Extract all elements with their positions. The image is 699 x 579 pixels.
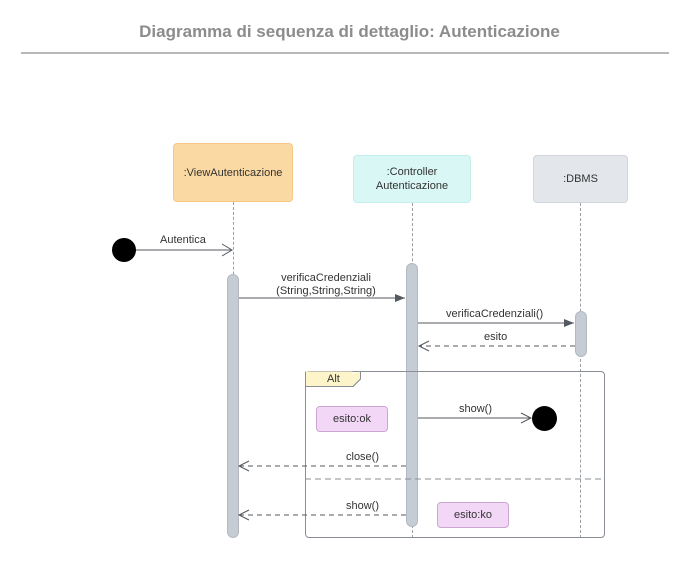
alt-fragment-tab: [305, 371, 361, 387]
guard-esito-ok: esito:ok: [316, 406, 388, 432]
participant-controller-label-line2: Autenticazione: [375, 180, 449, 192]
message-close-label: close(): [346, 451, 380, 463]
arrowhead-show-ko: [237, 509, 250, 521]
message-verifica-controller-line2: (String,String,String): [276, 285, 376, 297]
message-esito-label: esito: [484, 331, 508, 343]
arrowhead-verifica-dbms: [564, 319, 574, 327]
message-verifica-controller-line1: verificaCredenziali: [281, 272, 371, 284]
alt-fragment-label: Alt: [327, 373, 340, 385]
arrowhead-verifica-controller: [395, 294, 405, 302]
participant-dbms[interactable]: :DBMS: [533, 155, 628, 203]
activation-view: [227, 274, 239, 538]
title-divider: [21, 52, 669, 54]
activation-dbms: [575, 311, 587, 357]
participant-view-autenticazione[interactable]: :ViewAutenticazione: [173, 143, 293, 202]
arrowhead-autentica: [221, 243, 233, 257]
diagram-title: Diagramma di sequenza di dettaglio: Aute…: [139, 22, 560, 41]
guard-esito-ko: esito:ko: [437, 502, 509, 528]
activation-controller: [406, 263, 418, 527]
alt-fragment: [305, 371, 605, 538]
guard-esito-ko-label: esito:ko: [454, 509, 492, 521]
message-show-ko-label: show(): [346, 500, 380, 512]
lifeline-dbms: [580, 203, 581, 538]
arrowhead-esito: [417, 340, 430, 352]
participant-dbms-label: :DBMS: [563, 173, 598, 185]
message-verifica-dbms-label: verificaCredenziali(): [446, 308, 544, 320]
message-verifica-controller-label: verificaCredenziali (String,String,Strin…: [256, 272, 396, 298]
participant-controller-label-line1: :Controller: [386, 166, 438, 178]
arrowhead-close: [237, 460, 250, 472]
message-show-ok-label: show(): [459, 403, 493, 415]
arrowhead-show-ok: [520, 412, 533, 424]
message-autentica-label: Autentica: [160, 234, 206, 246]
participant-controller-autenticazione[interactable]: :Controller Autenticazione: [353, 155, 471, 203]
participant-view-label: :ViewAutenticazione: [183, 166, 283, 179]
initial-message-dot: [112, 238, 136, 262]
participant-controller-label: :Controller Autenticazione: [376, 165, 448, 193]
final-message-dot: [532, 406, 557, 431]
guard-esito-ok-label: esito:ok: [333, 413, 371, 425]
